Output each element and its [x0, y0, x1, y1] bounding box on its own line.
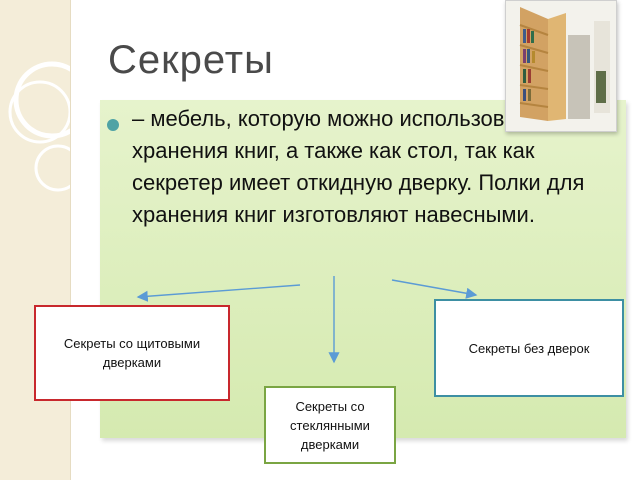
body-text: – мебель, которую можно использовать для… — [132, 106, 585, 227]
bookcase-photo — [505, 0, 617, 132]
box-no-doors-label: Секреты без дверок — [468, 340, 590, 356]
box-glass-doors: Секреты со стеклянными дверками — [264, 386, 396, 464]
decorative-side-strip — [0, 0, 71, 480]
decorative-circles — [8, 61, 70, 192]
box-shield-doors: Секреты со щитовыми дверками — [34, 305, 230, 401]
slide-title: Секреты — [108, 38, 274, 82]
bullet-icon — [107, 119, 119, 131]
box-glass-doors-label: Секреты со стеклянными дверками — [290, 398, 370, 452]
box-shield-doors-label: Секреты со щитовыми дверками — [63, 336, 201, 370]
box-no-doors: Секреты без дверок — [434, 299, 624, 397]
